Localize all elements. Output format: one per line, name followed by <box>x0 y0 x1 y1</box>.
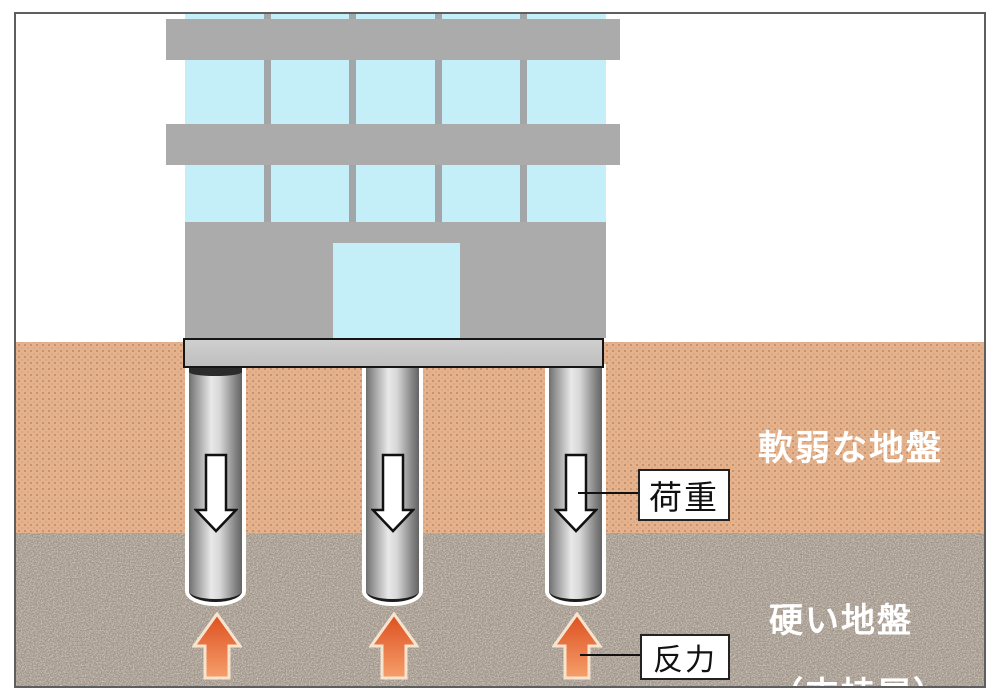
hard-ground-layer <box>16 533 984 686</box>
building-floor-band <box>166 19 620 60</box>
reaction-arrow-up-icon <box>369 612 419 680</box>
reaction-arrow-up-icon <box>552 612 602 680</box>
window-pane <box>270 60 350 124</box>
building-ground-floor <box>185 222 606 338</box>
load-callout-line <box>578 492 640 494</box>
load-arrow-down-icon <box>194 453 238 533</box>
reaction-arrow-up-icon <box>192 612 242 680</box>
window-pane <box>356 60 435 124</box>
load-label-box: 荷重 <box>638 469 730 521</box>
window-pane <box>185 60 264 124</box>
window-row-lower <box>185 165 606 222</box>
window-pane <box>441 165 521 222</box>
foundation-slab <box>183 338 604 368</box>
hard-ground-label: 硬い地盤 （支持層） <box>769 566 949 698</box>
soft-ground-label: 軟弱な地盤 <box>758 429 944 468</box>
window-pane <box>527 60 606 124</box>
hard-ground-label-line2: （支持層） <box>769 676 949 698</box>
window-pane <box>356 165 435 222</box>
soft-ground-layer <box>16 342 984 533</box>
load-arrow-down-icon <box>554 453 598 533</box>
hard-ground-texture <box>16 533 984 686</box>
load-label: 荷重 <box>649 479 719 516</box>
hard-ground-label-line1: 硬い地盤 <box>769 602 913 640</box>
load-arrow-down-icon <box>371 453 415 533</box>
window-pane <box>270 165 350 222</box>
pile-top-arc <box>189 368 242 376</box>
window-pane <box>441 60 521 124</box>
reaction-label-box: 反力 <box>640 634 730 680</box>
window-pane <box>270 14 350 19</box>
window-row-upper <box>185 60 606 124</box>
window-pane <box>441 14 521 19</box>
window-pane <box>356 14 435 19</box>
reaction-label: 反力 <box>653 644 717 677</box>
window-pane <box>185 165 264 222</box>
building-entrance <box>333 243 460 338</box>
reaction-callout-line <box>580 654 642 656</box>
building-floor-band <box>166 124 620 165</box>
window-pane <box>527 14 606 19</box>
window-pane <box>527 165 606 222</box>
window-pane <box>185 14 264 19</box>
window-row-top-cropped <box>185 14 606 19</box>
